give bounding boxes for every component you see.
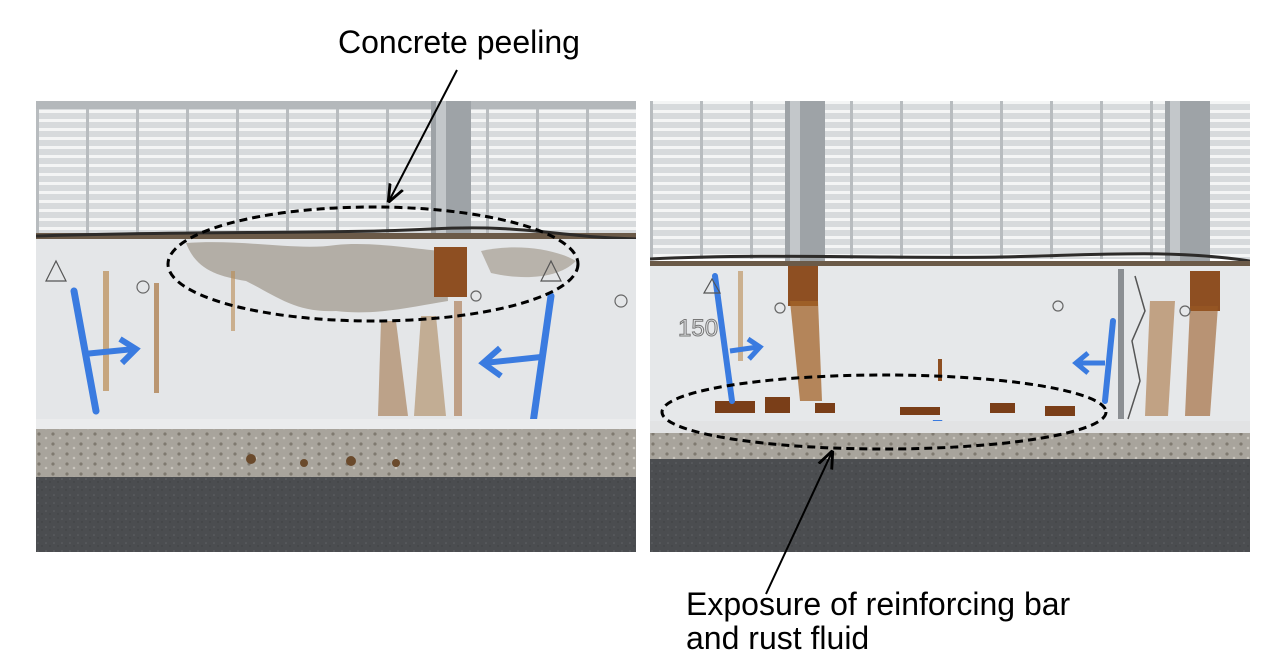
wall-marking-right: 150 bbox=[678, 315, 718, 342]
exposure-rebar-label: Exposure of reinforcing bar and rust flu… bbox=[686, 587, 1070, 655]
exposure-rebar-label-line1: Exposure of reinforcing bar bbox=[686, 586, 1071, 622]
exposure-rebar-label-line2: and rust fluid bbox=[686, 620, 870, 656]
barrier-photo-left: 6 bbox=[36, 101, 636, 552]
concrete-peeling-label: Concrete peeling bbox=[338, 24, 580, 60]
barrier-photo-right: 150 7 bbox=[650, 101, 1250, 552]
